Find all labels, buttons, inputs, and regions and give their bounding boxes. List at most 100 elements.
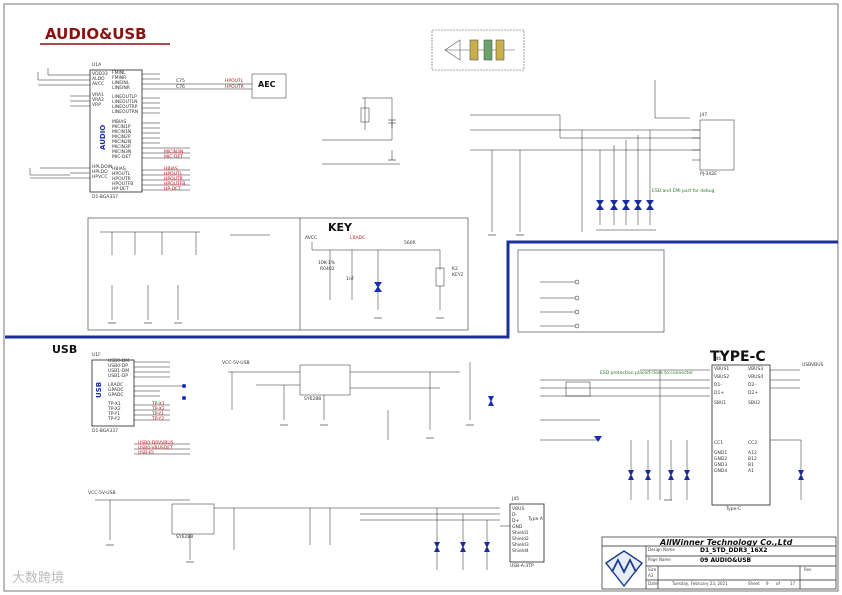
typec-part: Type-C: [726, 507, 742, 512]
u1a-right-pin: LINEOUTLP: [112, 95, 137, 100]
section-title-typec: TYPE-C: [710, 349, 766, 365]
design-name: D1_STD_DDR3_16X2: [700, 547, 768, 554]
u1a-right-pin: MICIN3N: [112, 150, 132, 155]
aec-cap-2: C76: [176, 85, 185, 90]
key-r1-value: 10K-1%: [318, 261, 335, 266]
key-name: KEY2: [452, 273, 464, 278]
size-value: A3: [648, 573, 654, 578]
usb-a-pin: GND: [512, 525, 523, 530]
u1a-right-pin: LINEINR: [112, 86, 130, 91]
usb-vcc-label: VCC-5V-USB: [222, 361, 250, 366]
u1f-pin: TP-Y1: [108, 412, 121, 417]
sheet-value: 9: [766, 581, 769, 586]
aec-cap-1: C75: [176, 79, 185, 84]
u1a-right-pin: HP-DET: [112, 187, 129, 192]
u1f-pin: TP-X1: [108, 402, 121, 407]
u1f-pin: USB1-DM: [108, 369, 130, 374]
u1a-right-net: MIC-DET: [164, 155, 184, 160]
u1a-right-pin: FMINR: [112, 76, 127, 81]
typec-left-pin: GND3: [714, 463, 728, 468]
typec-left-pin: CC1: [714, 441, 724, 446]
typec-right-pin: A12: [748, 451, 757, 456]
of-label: of: [776, 581, 780, 586]
typec-vbus: USBVBUS: [802, 363, 824, 368]
typec-right-pin: B1: [748, 463, 754, 468]
jack-ref: J47: [700, 113, 708, 118]
typec-right-pin: D2-: [748, 383, 756, 388]
company-name: AllWinner Technology Co.,Ltd: [660, 538, 793, 547]
u1a-right-pin: HPOUTR: [112, 177, 131, 182]
u1a-left-pin: VRP: [92, 103, 101, 108]
u1a-left-pin: VRA1: [92, 93, 104, 98]
u1f-pin: LRADC: [108, 383, 124, 388]
usb-a-pin: Shield2: [512, 537, 529, 542]
aec-net-1: HPOUTL: [225, 79, 244, 84]
u1a-right-net: HP-DET: [164, 187, 181, 192]
page-name-label: Page Name: [648, 557, 671, 562]
u1a-ref: U1A: [92, 63, 102, 68]
page-name: 09 AUDIO&USB: [700, 557, 752, 564]
u1a-right-pin: MBIAS: [112, 120, 127, 125]
u1f-name: USB: [95, 381, 103, 398]
aec-net-2: HPOUTR: [225, 85, 244, 90]
u1a-right-net: HPOUTR: [164, 177, 183, 182]
u1f-pin: GPADC: [108, 393, 124, 398]
u1a-left-pin: VRA2: [92, 98, 104, 103]
typec-left-pin: VBUS1: [714, 367, 730, 372]
typec-right-pin: VBUS4: [748, 375, 764, 380]
usb-a-pin: VBUS: [512, 507, 525, 512]
u1a-part: D1-BGA337: [92, 195, 118, 200]
usb-a-pin: D-: [512, 513, 518, 518]
u1a-right-pin: LINEOUTRN: [112, 110, 139, 115]
audio-esd-note: ESD and EMI part for debug: [652, 189, 715, 194]
u1a-name: AUDIO: [99, 124, 107, 150]
key-r2-value: 560R: [404, 241, 416, 246]
key-avcc: AVCC: [305, 236, 318, 241]
u1f-ref: U1F: [92, 353, 101, 358]
u1a-right-pin: FMINL: [112, 71, 126, 76]
usb-net: USB-ID: [138, 451, 154, 456]
u1f-pin: USB0-DP: [108, 364, 128, 369]
u1a-right-pin: MIC-DET: [112, 155, 132, 160]
typec-right-pin: D2+: [748, 391, 759, 396]
u1a-right-pin: MICIN3P: [112, 145, 131, 150]
u1a-right-pin: HBIAS: [112, 167, 126, 172]
date-value: Tuesday, February 23, 2021: [672, 581, 728, 586]
u1a-right-pin: MICIN2P: [112, 135, 131, 140]
key-lradc: LRADC: [350, 236, 366, 241]
usb-a-type: Type A: [528, 517, 543, 522]
typec-right-pin: A1: [748, 469, 754, 474]
usb-a-pin: Shield1: [512, 531, 529, 536]
usb-a-part: USB-A-3TP: [510, 564, 534, 569]
watermark: 大数跨境: [12, 571, 65, 586]
usb-a-pin: Shield4: [512, 549, 529, 554]
typec-esd-note: ESD protection placed close to connector: [600, 371, 693, 376]
design-name-label: Design Name: [648, 547, 675, 552]
size-label: Size: [648, 567, 657, 572]
u1a-left-pin: HPLDOIN: [92, 165, 113, 170]
u1a-right-pin: LINEOUTLN: [112, 100, 138, 105]
sheet-label: Sheet: [748, 581, 760, 586]
u1a-right-pin: HPOUTL: [112, 172, 131, 177]
typec-left-pin: D1-: [714, 383, 722, 388]
u1a-left-pin: HPLDO: [92, 170, 108, 175]
section-title-usb: USB: [52, 343, 78, 356]
typec-left-pin: GND4: [714, 469, 728, 474]
usb-a-pin: D+: [512, 519, 520, 524]
usb-vcc-label-2: VCC-5V-USB: [88, 491, 116, 496]
u1a-right-net: HPOUTFB: [164, 182, 186, 187]
section-title-key: KEY: [328, 221, 353, 234]
u1f-pin: USB1-DP: [108, 374, 128, 379]
usb-net: USB0-DRVVBUS: [138, 441, 174, 446]
tp-net: TP-X2: [152, 407, 165, 412]
tp-net: TP-X1: [152, 402, 165, 407]
typec-right-pin: B12: [748, 457, 757, 462]
u1a-right-pin: LINEOUTRP: [112, 105, 138, 110]
u1a-right-pin: MICIN2N: [112, 140, 132, 145]
typec-right-pin: SBU2: [748, 401, 761, 406]
u1f-pin: USB0-DM: [108, 359, 130, 364]
u1a-left-pin: AVCC: [92, 82, 105, 87]
u1a-right-pin: MICIN1P: [112, 125, 131, 130]
reg-part-1: SY6288: [304, 397, 322, 402]
